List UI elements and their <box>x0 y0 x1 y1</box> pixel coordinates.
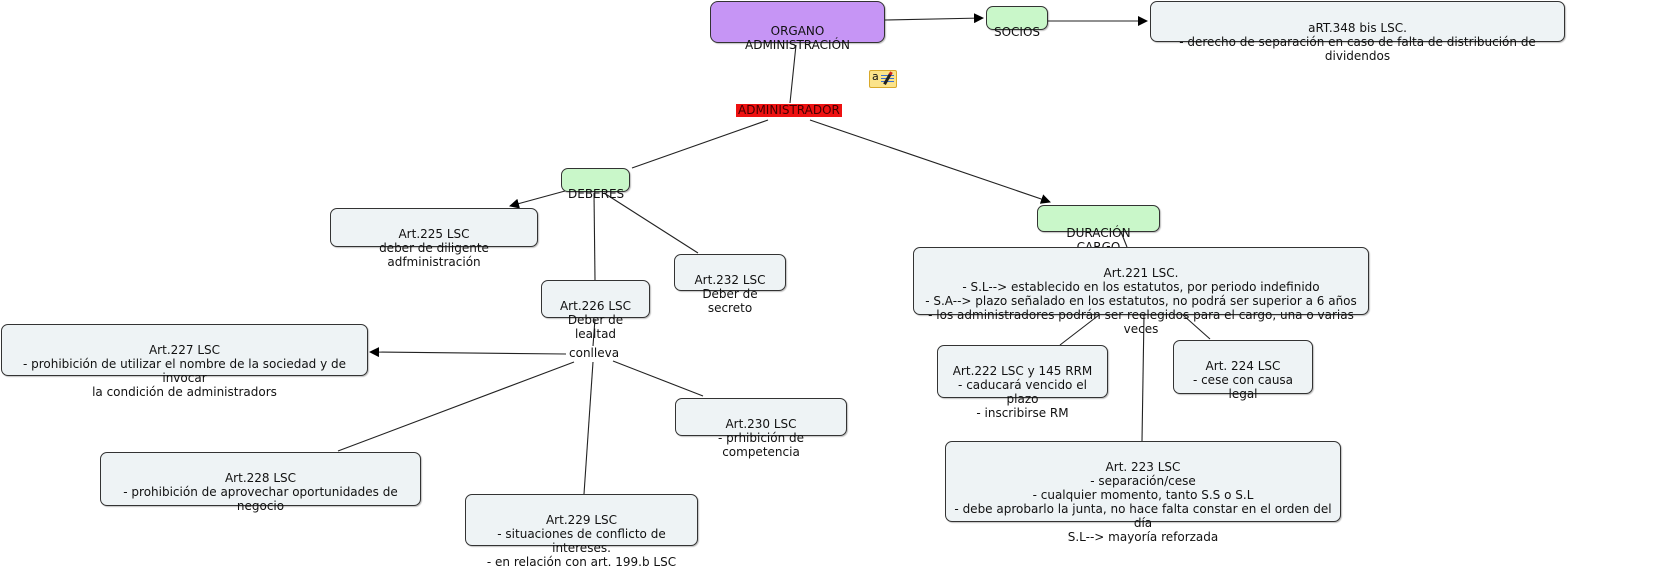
node-art224-text: Art. 224 LSC - cese con causa legal <box>1192 359 1294 401</box>
node-art227-text: Art.227 LSC - prohibición de utilizar el… <box>22 343 347 399</box>
edge-deberes-art225 <box>509 190 566 209</box>
edge-conlleva-art230 <box>612 360 704 397</box>
annotation-note-icon[interactable]: a <box>869 70 897 88</box>
edge-deberes-art232 <box>603 192 699 254</box>
edge-conlleva-art228 <box>337 361 575 452</box>
node-art222-text: Art.222 LSC y 145 RRM - caducará vencido… <box>952 364 1093 420</box>
node-socios[interactable]: SOCIOS <box>986 6 1048 39</box>
node-art225[interactable]: Art.225 LSC deber de diligente adfminist… <box>330 208 538 269</box>
node-art224[interactable]: Art. 224 LSC - cese con causa legal <box>1173 340 1313 401</box>
edge-administrador-duracion <box>809 119 1051 204</box>
node-art232-text: Art.232 LSC Deber de secreto <box>694 273 766 315</box>
node-art221-text: Art.221 LSC. - S.L--> establecido en los… <box>925 266 1357 336</box>
node-art230-text: Art.230 LSC - prhibición de competencia <box>717 417 805 459</box>
node-deberes[interactable]: DEBERES <box>561 168 630 201</box>
node-art222[interactable]: Art.222 LSC y 145 RRM - caducará vencido… <box>937 345 1108 420</box>
node-art232[interactable]: Art.232 LSC Deber de secreto <box>674 254 786 315</box>
node-organo-administracion[interactable]: ORGANO ADMINISTRACIÓN <box>710 1 885 52</box>
node-art225-text: Art.225 LSC deber de diligente adfminist… <box>379 227 489 269</box>
node-art221[interactable]: Art.221 LSC. - S.L--> establecido en los… <box>913 247 1369 336</box>
edge-administrador-deberes <box>631 119 769 169</box>
node-art226-text: Art.226 LSC Deber de lealtad <box>559 299 632 341</box>
node-art226[interactable]: Art.226 LSC Deber de lealtad <box>541 280 650 341</box>
node-administrador-text: ADMINISTRADOR <box>738 103 840 117</box>
node-art227[interactable]: Art.227 LSC - prohibición de utilizar el… <box>1 324 368 399</box>
node-art348-text: aRT.348 bis LSC. - derecho de separación… <box>1179 21 1536 63</box>
node-art223-text: Art. 223 LSC - separación/cese - cualqui… <box>954 460 1332 544</box>
edge-conlleva-art227 <box>369 347 567 358</box>
node-socios-text: SOCIOS <box>993 25 1041 39</box>
node-art229-text: Art.229 LSC - situaciones de conflicto d… <box>486 513 677 569</box>
edge-organo-administrador <box>789 44 797 104</box>
node-duracion-cargo[interactable]: DURACIÓN CARGO <box>1037 205 1160 254</box>
edge-conlleva-art229 <box>583 361 594 495</box>
edge-deberes-art226 <box>593 192 596 281</box>
linking-phrase-conlleva[interactable]: conlleva <box>567 346 622 360</box>
node-deberes-text: DEBERES <box>568 187 625 201</box>
node-administrador[interactable]: ADMINISTRADOR <box>736 104 842 117</box>
node-art229[interactable]: Art.229 LSC - situaciones de conflicto d… <box>465 494 698 569</box>
node-art230[interactable]: Art.230 LSC - prhibición de competencia <box>675 398 847 459</box>
linking-phrase-conlleva-text: conlleva <box>569 346 620 360</box>
node-art223[interactable]: Art. 223 LSC - separación/cese - cualqui… <box>945 441 1341 544</box>
edge-organo-socios <box>884 13 984 24</box>
node-art228-text: Art.228 LSC - prohibición de aprovechar … <box>123 471 398 513</box>
node-art348[interactable]: aRT.348 bis LSC. - derecho de separación… <box>1150 1 1565 63</box>
node-organo-administracion-text: ORGANO ADMINISTRACIÓN <box>745 24 850 52</box>
node-art228[interactable]: Art.228 LSC - prohibición de aprovechar … <box>100 452 421 513</box>
